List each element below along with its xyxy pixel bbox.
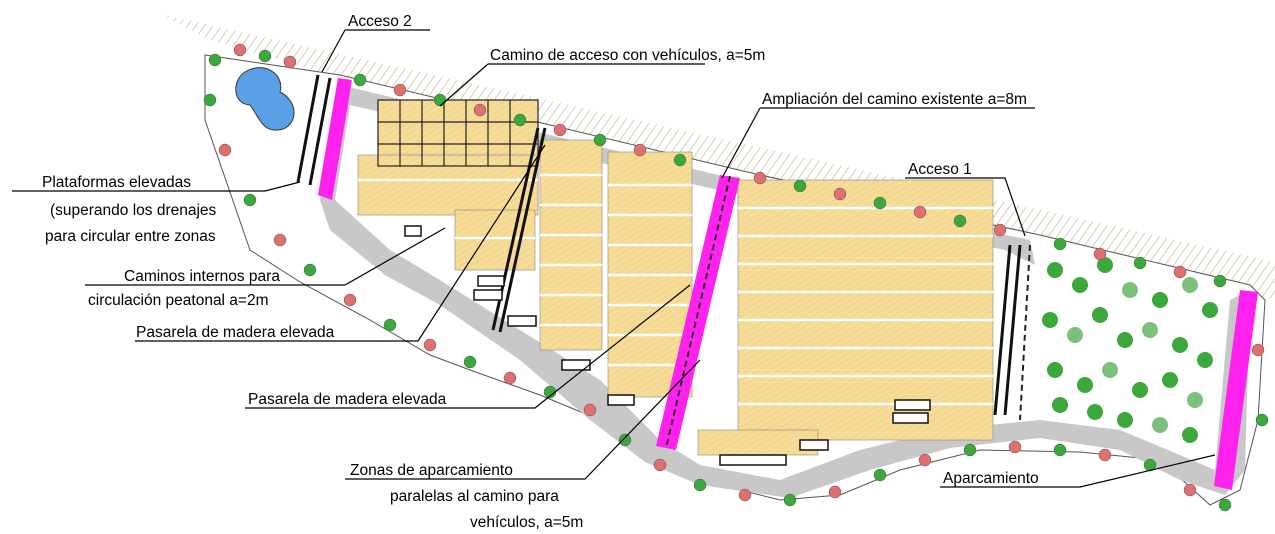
label-caminos-1: Caminos internos para (124, 268, 280, 285)
boundary-trees-bottom (203, 93, 1269, 512)
label-plataformas-2: (superando los drenajes (50, 202, 217, 219)
label-acceso-1: Acceso 1 (908, 161, 972, 178)
perimeter-road (320, 85, 1250, 498)
field-grid (377, 99, 539, 167)
label-plataformas-1: Plataformas elevadas (42, 174, 191, 191)
walkways (296, 74, 1022, 416)
parking-blocks (404, 225, 931, 466)
label-pasarela-a: Pasarela de madera elevada (136, 324, 335, 341)
field-rows (358, 173, 993, 406)
pond (235, 67, 295, 131)
label-camino-acceso: Camino de acceso con vehículos, a=5m (490, 47, 765, 64)
label-zonas-3: vehículos, a=5m (470, 514, 583, 531)
label-caminos-2: circulación peatonal a=2m (88, 292, 269, 309)
label-acceso-2: Acceso 2 (348, 13, 412, 30)
label-ampliacion: Ampliación del camino existente a=8m (762, 91, 1027, 108)
leader-lines (12, 29, 1216, 488)
label-zonas-1: Zonas de aparcamiento (350, 462, 513, 479)
park-trees (1042, 257, 1218, 443)
label-pasarela-b: Pasarela de madera elevada (248, 391, 447, 408)
drainage-dashes (665, 175, 1031, 449)
label-zonas-2: paralelas al camino para (390, 488, 559, 505)
label-plataformas-3: para circular entre zonas (45, 228, 216, 245)
boundary-trees-top (208, 43, 1227, 288)
label-aparcamiento: Aparcamiento (943, 470, 1039, 487)
